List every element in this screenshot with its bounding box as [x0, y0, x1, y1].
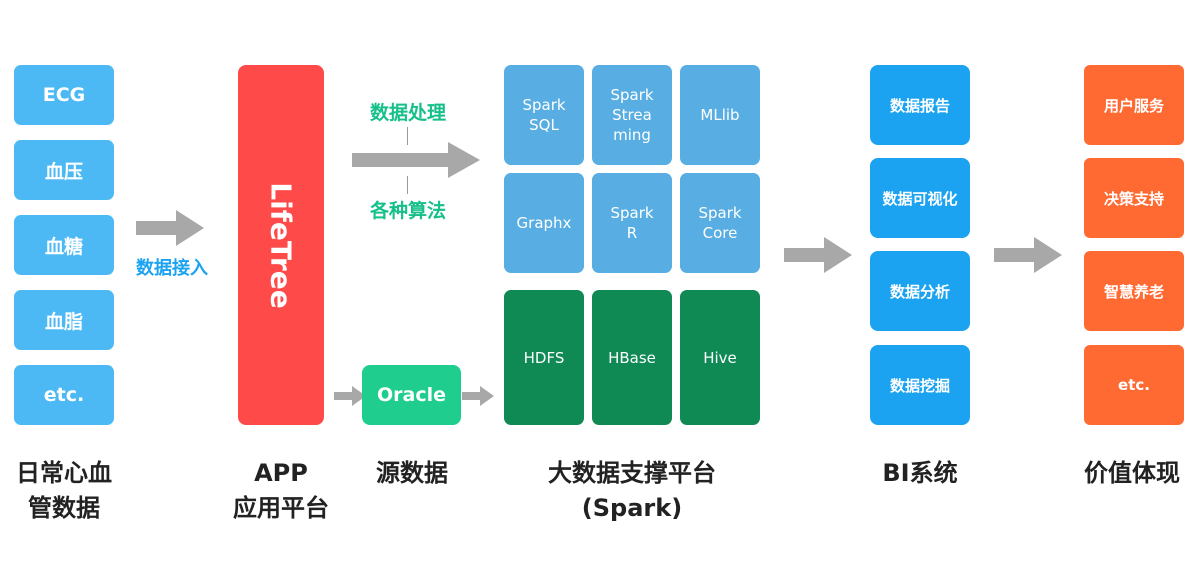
lifetree-app-box: LifeTree [238, 65, 324, 425]
arrow-right-icon [994, 237, 1062, 273]
value-caption: 价值体现 [1084, 459, 1180, 487]
hbase-box: HBase [592, 290, 672, 425]
decision-support-box: 决策支持 [1084, 158, 1184, 238]
connector-line [407, 176, 408, 194]
user-service-box: 用户服务 [1084, 65, 1184, 145]
graphx-box: Graphx [504, 173, 584, 273]
arrow-right-icon [136, 210, 204, 246]
hive-box: Hive [680, 290, 760, 425]
oracle-box: Oracle [362, 365, 461, 425]
arrow-right-icon [462, 386, 494, 406]
arrow-right-icon [352, 142, 480, 178]
spark-sql-box: Spark SQL [504, 65, 584, 165]
source-data-caption: 源数据 [376, 459, 448, 487]
connector-line [407, 127, 408, 145]
daily-data-caption: 日常心血 管数据 [16, 459, 112, 522]
arrow-right-icon [334, 386, 366, 406]
etc-data-box: etc. [14, 365, 114, 425]
mllib-box: MLlib [680, 65, 760, 165]
spark-r-box: Spark R [592, 173, 672, 273]
data-ingest-label: 数据接入 [136, 258, 208, 279]
smart-elderly-care-box: 智慧养老 [1084, 251, 1184, 331]
data-report-box: 数据报告 [870, 65, 970, 145]
hdfs-box: HDFS [504, 290, 584, 425]
etc-value-box: etc. [1084, 345, 1184, 425]
lifetree-label: LifeTree [264, 181, 298, 309]
bi-caption: BI系统 [882, 459, 958, 487]
blood-sugar-box: 血糖 [14, 215, 114, 275]
app-caption: APP 应用平台 [233, 459, 329, 522]
spark-platform-caption: 大数据支撑平台 (Spark) [548, 459, 716, 522]
data-visualization-box: 数据可视化 [870, 158, 970, 238]
blood-pressure-box: 血压 [14, 140, 114, 200]
ecg-box: ECG [14, 65, 114, 125]
data-mining-box: 数据挖掘 [870, 345, 970, 425]
data-analysis-box: 数据分析 [870, 251, 970, 331]
algorithms-label: 各种算法 [369, 200, 446, 222]
arrow-right-icon [784, 237, 852, 273]
blood-lipid-box: 血脂 [14, 290, 114, 350]
spark-core-box: Spark Core [680, 173, 760, 273]
spark-streaming-box: Spark Strea ming [592, 65, 672, 165]
data-processing-label: 数据处理 [369, 102, 446, 124]
